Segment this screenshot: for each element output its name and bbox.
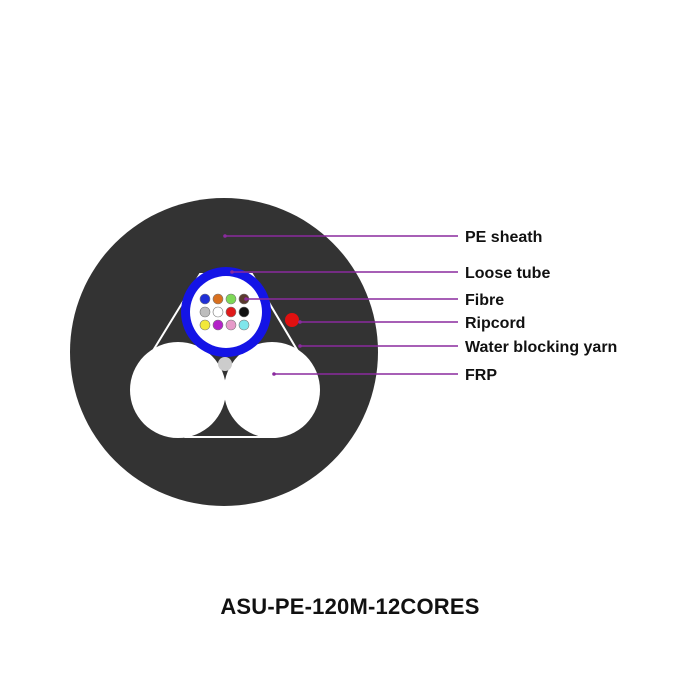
leader-dot-loose-tube <box>230 270 234 274</box>
leader-dot-frp <box>272 372 276 376</box>
label-fibre: Fibre <box>465 292 504 309</box>
fibre-7 <box>225 306 237 318</box>
fibre-3 <box>225 293 237 305</box>
label-water-blocking-yarn: Water blocking yarn <box>465 339 617 356</box>
fibre-1 <box>199 293 211 305</box>
frp-right <box>224 342 320 438</box>
label-pe-sheath: PE sheath <box>465 229 542 246</box>
fibre-6 <box>212 306 224 318</box>
model-caption: ASU-PE-120M-12CORES <box>220 594 480 619</box>
fibre-12 <box>238 319 250 331</box>
leader-dot-pe-sheath <box>223 234 227 238</box>
fibre-11 <box>225 319 237 331</box>
water-blocking-yarn <box>218 357 232 371</box>
leader-dot-ripcord <box>298 320 302 324</box>
fibre-8 <box>238 306 250 318</box>
frp-left <box>130 342 226 438</box>
fibre-10 <box>212 319 224 331</box>
fibre-5 <box>199 306 211 318</box>
label-loose-tube: Loose tube <box>465 265 550 282</box>
ripcord <box>285 313 299 327</box>
label-ripcord: Ripcord <box>465 315 525 332</box>
fibre-2 <box>212 293 224 305</box>
fibre-9 <box>199 319 211 331</box>
leader-dot-fibre <box>244 297 248 301</box>
label-frp: FRP <box>465 367 497 384</box>
leader-dot-water-blocking-yarn <box>298 344 302 348</box>
